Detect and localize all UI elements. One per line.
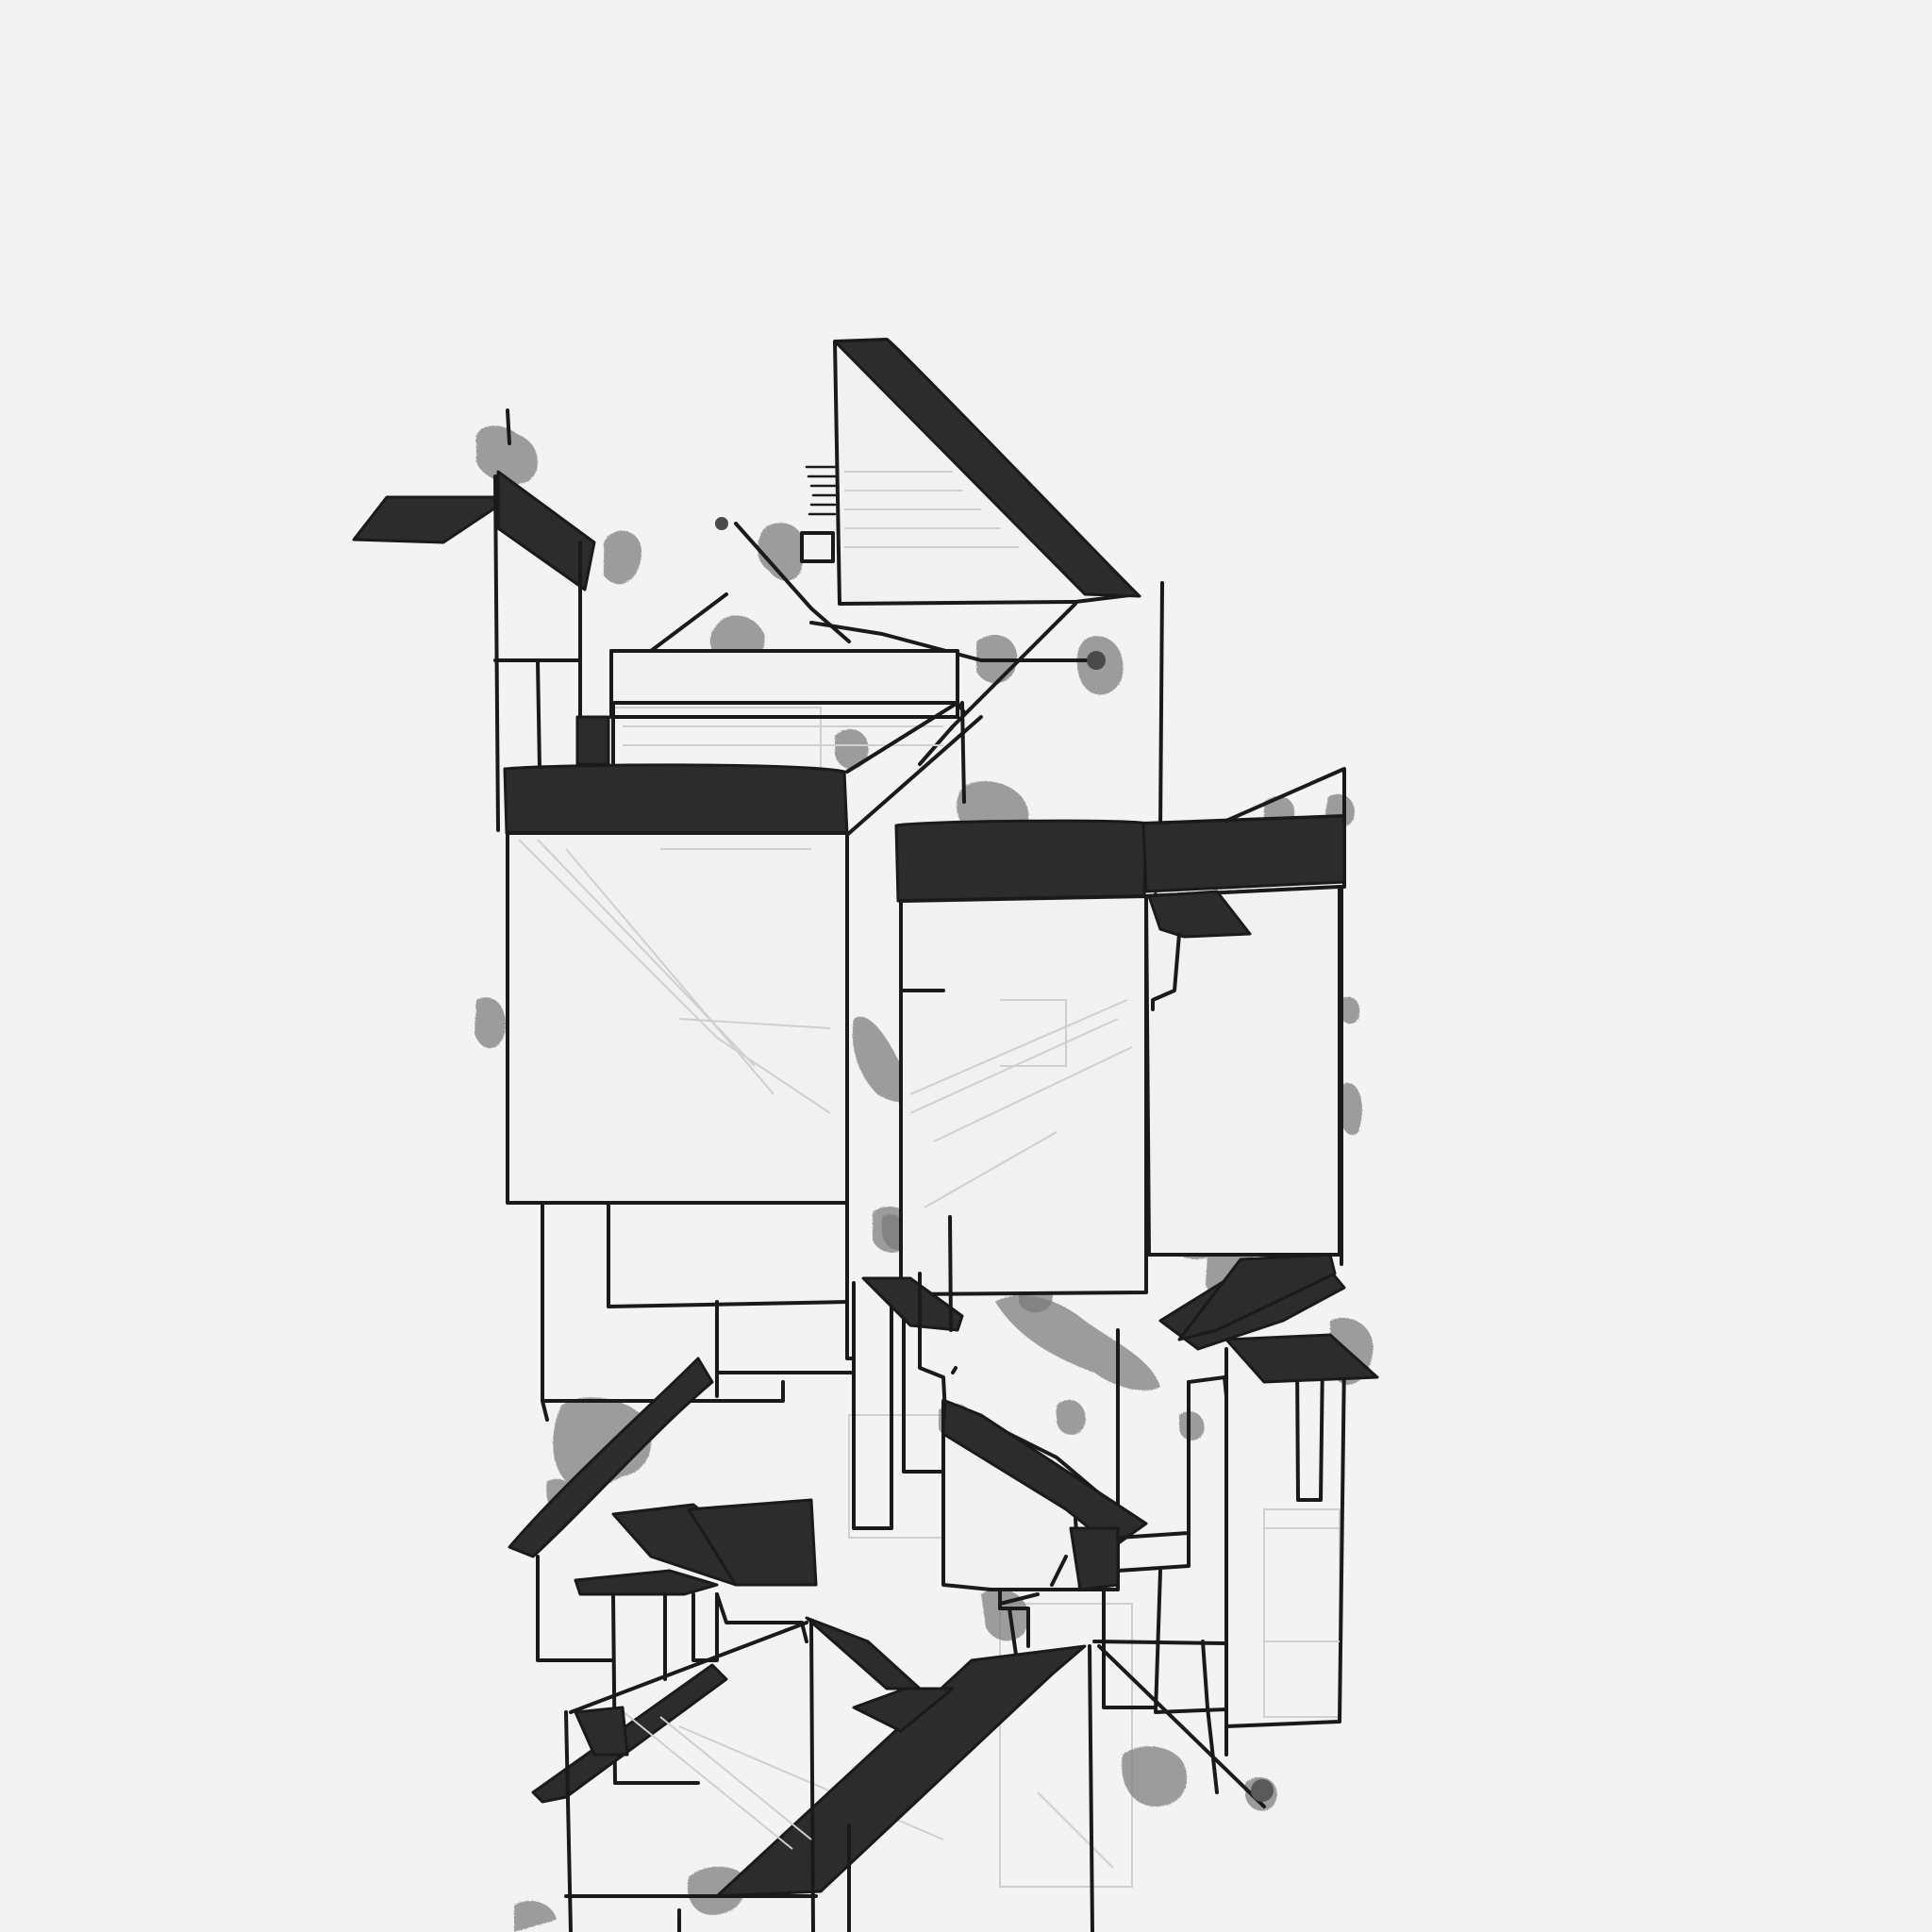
bottom-diagonal-bands <box>531 1616 1094 1932</box>
central-columns <box>852 1215 1228 1714</box>
left-roof-flag <box>352 408 610 832</box>
lower-center-block <box>941 1399 1191 1676</box>
right-tower <box>1158 1253 1379 1728</box>
upper-drum <box>609 649 966 804</box>
bottom-right-struts <box>998 1555 1274 1808</box>
middle-right-block <box>894 767 1346 1296</box>
lower-left-diagonal <box>508 1357 818 1785</box>
top-sail <box>649 338 1141 766</box>
left-main-block <box>503 701 983 1422</box>
